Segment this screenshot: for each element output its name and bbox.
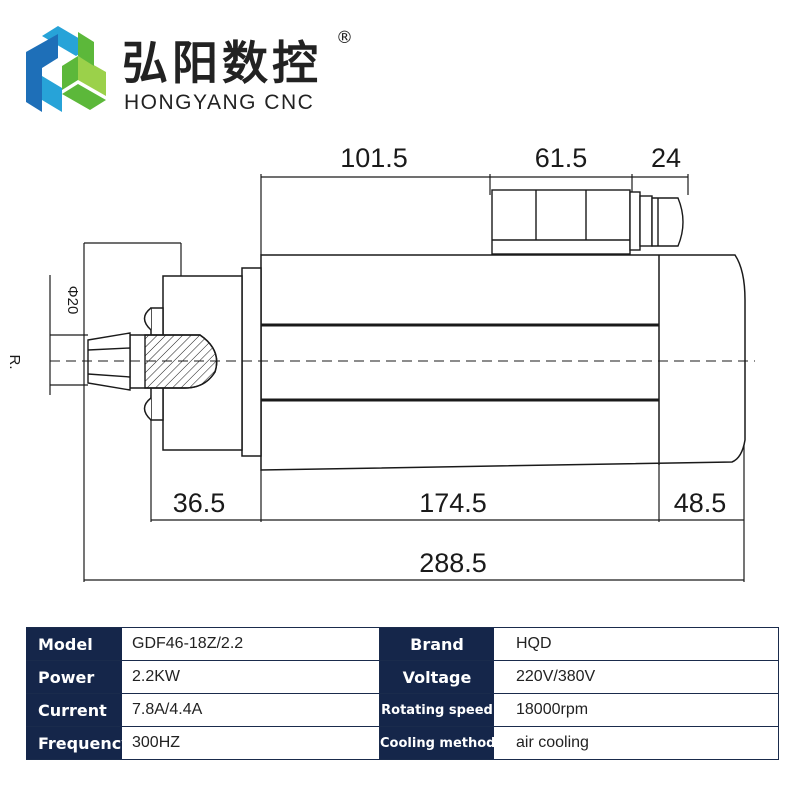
spec-key: Current — [26, 693, 122, 727]
spec-key: Model — [26, 627, 122, 661]
spec-key: Voltage — [379, 660, 494, 694]
spec-value: air cooling — [494, 726, 779, 760]
dim-bottom-right: 48.5 — [674, 488, 727, 518]
spindle-drawing: 101.5 61.5 24 Φ20 R. 36.5 174.5 48.5 288… — [6, 143, 755, 582]
dim-er: R. — [6, 355, 23, 370]
spec-table: Model GDF46-18Z/2.2 Brand HQD Power 2.2K… — [26, 627, 779, 760]
spec-value: GDF46-18Z/2.2 — [122, 627, 380, 661]
brand-name-en: HONGYANG CNC — [124, 91, 315, 114]
spec-key: Brand — [379, 627, 494, 661]
hongyang-logo-icon — [26, 26, 106, 112]
spec-key: Power — [26, 660, 122, 694]
spec-value: 2.2KW — [122, 660, 380, 694]
dim-bottom-left: 36.5 — [173, 488, 226, 518]
table-row: Model GDF46-18Z/2.2 Brand HQD — [26, 627, 779, 661]
table-row: Current 7.8A/4.4A Rotating speed 18000rp… — [26, 693, 779, 727]
dim-bottom-mid: 174.5 — [419, 488, 487, 518]
junction-box — [491, 189, 684, 255]
spec-key: Cooling method — [379, 726, 494, 760]
brand-name-cn: 弘阳数控 — [122, 36, 322, 90]
brand-header: 弘阳数控 ® HONGYANG CNC — [22, 22, 422, 122]
spec-value: 18000rpm — [494, 693, 779, 727]
spec-value: 220V/380V — [494, 660, 779, 694]
spec-value: 7.8A/4.4A — [122, 693, 380, 727]
dim-overall: 288.5 — [419, 548, 487, 578]
dim-top-right: 24 — [651, 143, 681, 173]
spec-key: Frequency — [26, 726, 122, 760]
table-row: Frequency 300HZ Cooling method air cooli… — [26, 726, 779, 760]
spec-value: 300HZ — [122, 726, 380, 760]
registered-mark: ® — [336, 28, 353, 48]
dim-top-left: 101.5 — [340, 143, 408, 173]
spec-value: HQD — [494, 627, 779, 661]
table-row: Power 2.2KW Voltage 220V/380V — [26, 660, 779, 694]
spec-key: Rotating speed — [379, 693, 494, 727]
dim-top-mid: 61.5 — [535, 143, 588, 173]
dim-diameter: Φ20 — [64, 286, 81, 315]
spindle-body — [143, 254, 746, 471]
